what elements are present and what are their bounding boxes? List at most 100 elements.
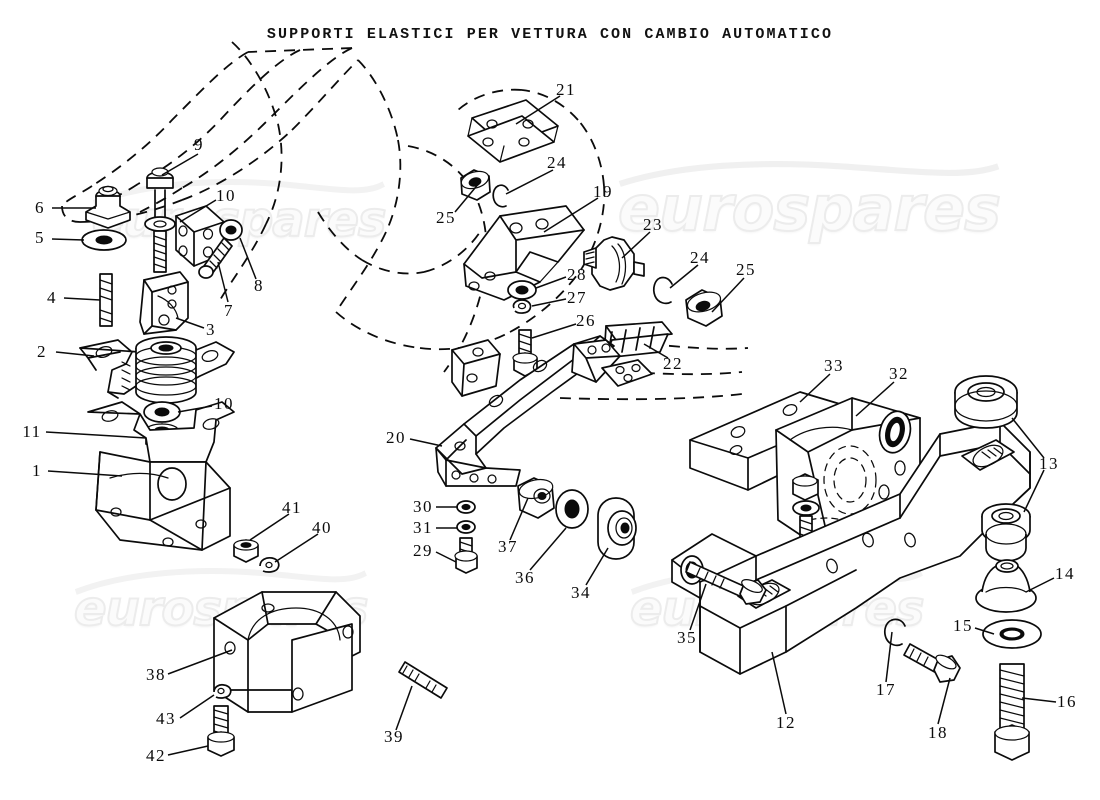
- callout-number-15: 15: [953, 616, 973, 635]
- leader-27: [531, 298, 567, 307]
- part-28-washer: [507, 280, 537, 300]
- callout-number-31: 31: [413, 518, 433, 537]
- leader-25-upper: [454, 181, 481, 213]
- leader-34: [585, 547, 609, 586]
- callout-number-1: 1: [32, 461, 42, 480]
- leader-18: [937, 677, 951, 725]
- leader-4: [63, 297, 101, 301]
- part-41-nut: [233, 539, 259, 563]
- callout-number-5: 5: [35, 228, 45, 247]
- part-35-long-bolt: [685, 561, 767, 605]
- leader-40: [274, 533, 319, 563]
- leader-10-upper: [179, 199, 217, 223]
- leader-17: [885, 631, 893, 683]
- leader-12: [771, 651, 787, 715]
- leader-33: [799, 373, 831, 403]
- callout-number-32: 32: [889, 364, 909, 383]
- part-39-stud: [398, 661, 448, 699]
- leader-21: [515, 95, 561, 125]
- part-24-circlip-lower: [652, 276, 673, 305]
- part-25-nut-upper: [460, 169, 491, 201]
- callout-number-41: 41: [282, 498, 302, 517]
- part-5-flat-washer: [81, 229, 127, 251]
- callout-number-40: 40: [312, 518, 332, 537]
- leader-13-upper: [1011, 417, 1045, 459]
- part-22-finned-plate: [603, 321, 673, 359]
- callout-number-42: 42: [146, 746, 166, 765]
- leader-38: [167, 649, 233, 675]
- leader-29: [435, 551, 457, 563]
- part-18-bolt: [903, 643, 961, 683]
- leader-20: [409, 438, 443, 447]
- callout-number-7: 7: [224, 301, 234, 320]
- leader-26: [531, 323, 577, 339]
- callout-number-22: 22: [663, 354, 683, 373]
- leader-11: [45, 431, 147, 439]
- callout-number-14: 14: [1055, 564, 1075, 583]
- callout-number-6: 6: [35, 198, 45, 217]
- callout-number-10: 10: [214, 394, 234, 413]
- callout-number-23: 23: [643, 215, 663, 234]
- part-1-lower-mount-bracket: [87, 401, 235, 551]
- callout-number-34: 34: [571, 583, 591, 602]
- callout-number-11: 11: [22, 422, 42, 441]
- part-7-8-eye-bolt: [198, 219, 243, 279]
- page-title: SUPPORTI ELASTICI PER VETTURA CON CAMBIO…: [266, 26, 834, 43]
- part-26-bolt: [512, 329, 538, 377]
- callout-number-36: 36: [515, 568, 535, 587]
- leader-39: [395, 685, 413, 731]
- leader-15: [974, 627, 995, 635]
- callout-number-2: 2: [37, 342, 47, 361]
- part-34-rubber-bush: [597, 497, 637, 560]
- part-31-washer: [456, 520, 476, 534]
- leader-16: [1021, 697, 1057, 703]
- part-25-nut-lower: [685, 289, 723, 327]
- part-23-rubber-bobbin: [583, 236, 645, 291]
- callout-number-19: 19: [593, 182, 613, 201]
- part-14-rubber-cone-mount: [975, 559, 1037, 613]
- leader-25-lower: [711, 277, 745, 313]
- callout-number-30: 30: [413, 497, 433, 516]
- callout-number-35: 35: [677, 628, 697, 647]
- leader-10-lower: [177, 405, 213, 413]
- part-9-collar-bolt: [144, 167, 176, 273]
- part-40-lock-washer: [259, 556, 280, 573]
- callout-number-12: 12: [776, 713, 796, 732]
- leader-13-lower: [1023, 469, 1045, 513]
- leader-22: [643, 343, 669, 359]
- callout-number-24: 24: [547, 153, 567, 172]
- part-4-stud: [99, 273, 113, 327]
- leader-41: [249, 513, 290, 541]
- callout-number-16: 16: [1057, 692, 1077, 711]
- part-15-flat-washer: [982, 619, 1042, 649]
- part-37-flanged-nut: [517, 477, 555, 519]
- leader-3: [175, 317, 205, 329]
- callout-number-33: 33: [824, 356, 844, 375]
- callout-number-8: 8: [254, 276, 264, 295]
- part-24-circlip-upper: [492, 184, 509, 208]
- leader-24-upper: [505, 169, 554, 195]
- callout-number-25: 25: [736, 260, 756, 279]
- part-43-lock-washer: [213, 683, 232, 699]
- leader-42: [167, 745, 209, 756]
- callout-number-39: 39: [384, 727, 404, 746]
- leader-37: [509, 497, 529, 541]
- leader-32: [855, 381, 895, 417]
- leader-9: [161, 153, 199, 176]
- part-42-bolt: [207, 705, 235, 757]
- leader-5: [51, 238, 85, 241]
- leader-1: [47, 470, 123, 477]
- part-17-circlip: [883, 618, 906, 647]
- part-29-bolt: [454, 537, 478, 574]
- callout-number-29: 29: [413, 541, 433, 560]
- leader-28: [535, 276, 567, 289]
- part-10-washer-lower: [143, 401, 181, 423]
- leader-43: [179, 694, 215, 719]
- leader-23: [621, 231, 651, 259]
